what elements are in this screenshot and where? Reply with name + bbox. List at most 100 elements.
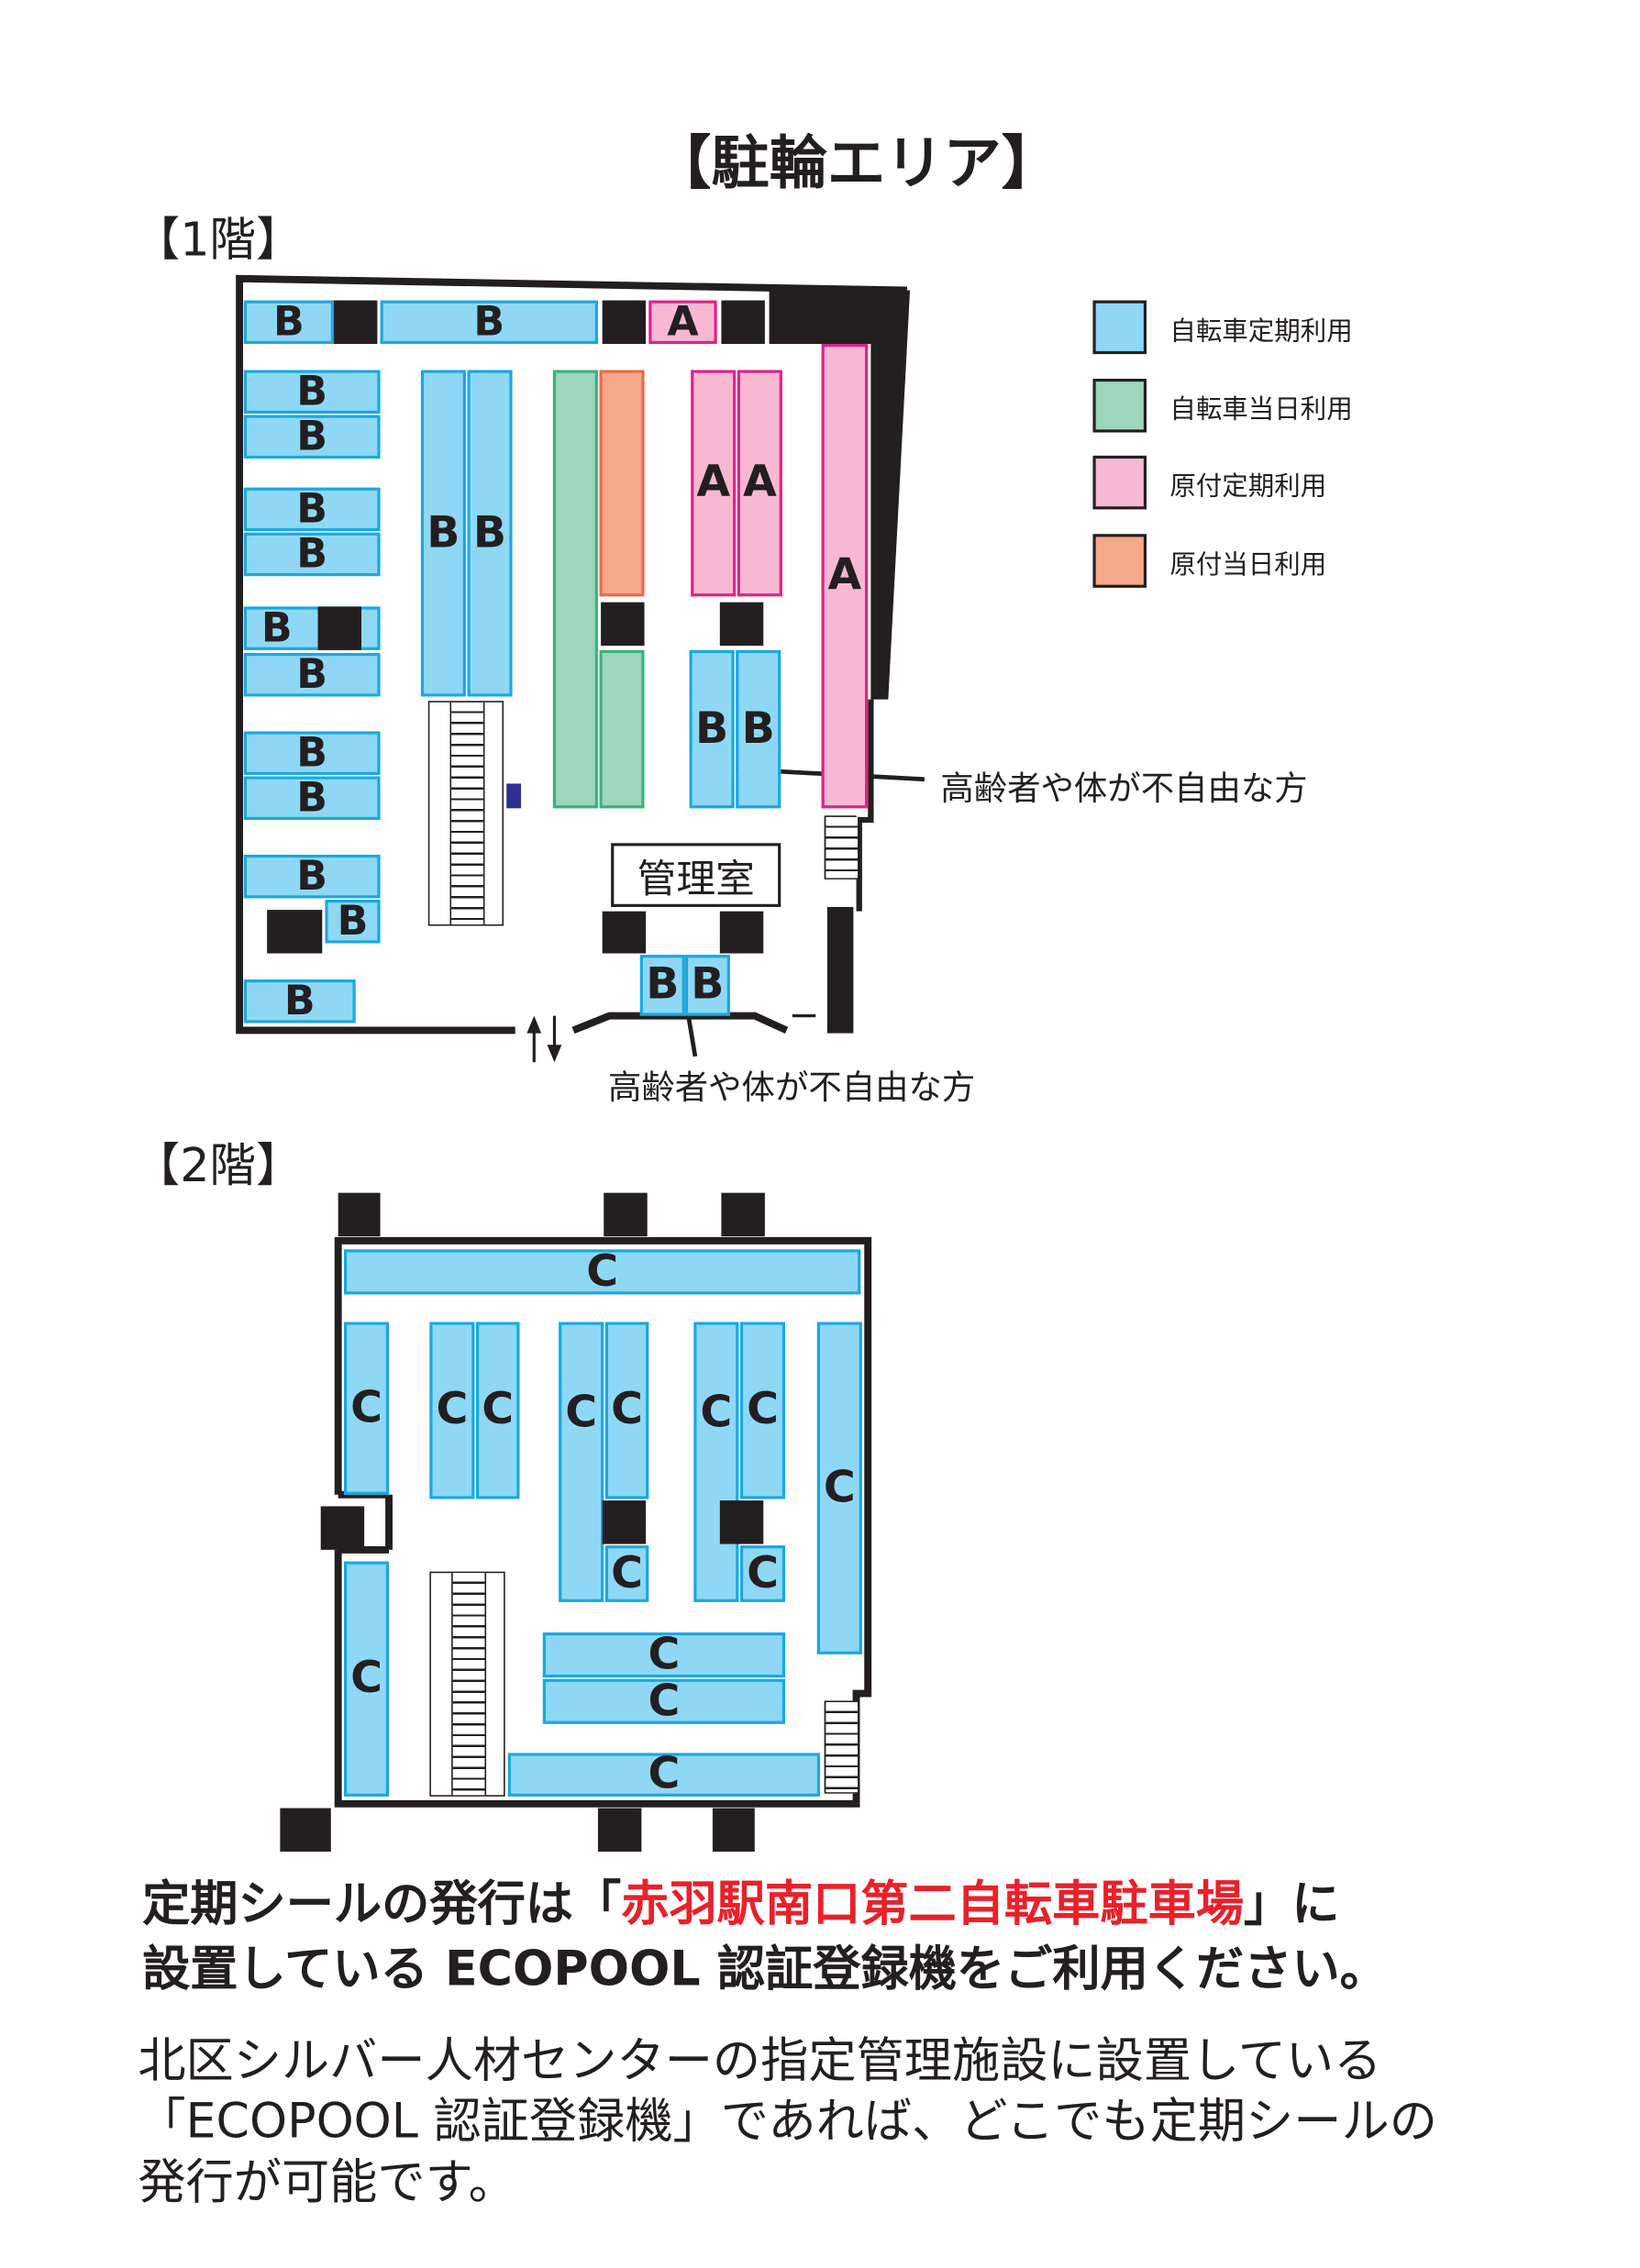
pillar: [338, 1192, 381, 1237]
zone-label: B: [272, 297, 305, 346]
parking-slot-a: A: [691, 370, 737, 597]
parking-slot-orange: [599, 370, 645, 597]
zone-label: C: [700, 1387, 733, 1439]
zone-label: B: [695, 703, 729, 755]
zone-label: A: [667, 297, 699, 346]
zone-label: B: [472, 507, 507, 559]
legend-label: 自転車定期利用: [1169, 315, 1353, 348]
info-line2: 「ECOPOOL 認証登録機」であれば、どこでも定期シールの: [138, 2092, 1437, 2150]
notice-line1: 定期シールの発行は「赤羽駅南口第二自転車駐車場」に: [142, 1864, 1339, 1934]
staircase: [824, 1700, 859, 1794]
pillar: [602, 300, 647, 345]
legend-label: 原付当日利用: [1169, 549, 1327, 581]
zone-label: A: [742, 457, 777, 508]
parking-slot-b: B: [243, 649, 381, 699]
legend-swatch-moped-daily: [1092, 534, 1147, 588]
zone-label: C: [565, 1387, 598, 1439]
parking-slot-c: C: [693, 1322, 739, 1602]
legend-swatch-moped-regular: [1092, 455, 1147, 510]
parking-slot-b: B: [689, 649, 735, 809]
pillar: [333, 300, 378, 345]
pillar: [317, 606, 361, 650]
parking-slot-b: B: [243, 854, 381, 899]
parking-slot-a: A: [648, 297, 717, 346]
parking-slot-green: [552, 370, 598, 809]
pillar: [602, 911, 647, 954]
parking-slot-a: A: [821, 344, 869, 809]
steps: [824, 1702, 859, 1793]
zone-label: C: [611, 1547, 643, 1599]
zone-label: B: [296, 412, 328, 460]
page-title: 【駐輪エリア】: [653, 130, 1060, 198]
pillar: [320, 1506, 365, 1550]
zone-label: C: [586, 1245, 619, 1297]
escalator: [429, 1571, 505, 1797]
zone-label: B: [296, 649, 328, 699]
parking-slot-b: B: [467, 370, 513, 697]
parking-slot-c: C: [542, 1629, 786, 1680]
zone-label: A: [696, 457, 731, 508]
steps: [449, 702, 485, 924]
zone-label: C: [482, 1384, 515, 1435]
parking-slot-b: B: [243, 367, 381, 415]
zone-label: B: [296, 484, 328, 533]
steps: [451, 1573, 487, 1796]
zone-label: C: [747, 1547, 779, 1599]
zone-label: B: [296, 728, 328, 777]
zone-label: B: [283, 976, 316, 1025]
parking-slot-c: C: [816, 1322, 862, 1654]
parking-slot-b: B: [243, 976, 356, 1025]
zone-label: C: [648, 1629, 681, 1680]
parking-slot-c: C: [604, 1545, 649, 1602]
pillar: [280, 1808, 331, 1853]
parking-slot-c: C: [475, 1322, 520, 1499]
pillar: [721, 1192, 765, 1237]
zone-label: A: [827, 549, 862, 602]
zone-label: B: [741, 703, 775, 755]
floor1-heading: 【1階】: [133, 212, 303, 268]
parking-slot-c: C: [739, 1322, 786, 1499]
office-label: 管理室: [637, 857, 755, 902]
legend-label: 自転車当日利用: [1169, 394, 1353, 426]
staircase: [824, 815, 859, 880]
notice-line2: 設置している ECOPOOL 認証登録機をご利用ください。: [142, 1940, 1388, 1997]
parking-slot-b: B: [243, 776, 381, 820]
parking-slot-b: B: [736, 649, 781, 809]
zone-label: B: [691, 958, 725, 1011]
parking-slot-b: B: [243, 728, 381, 777]
callout-line: [685, 1012, 698, 1057]
steps: [824, 816, 859, 879]
parking-slot-b: B: [325, 900, 381, 944]
parking-slot-c: C: [344, 1245, 861, 1297]
zone-label: C: [611, 1384, 643, 1435]
parking-slot-c: C: [739, 1545, 786, 1602]
notice-text: 定期シールの発行は「: [142, 1875, 622, 1932]
office-room: 管理室: [611, 843, 781, 907]
parking-slot-c: C: [604, 1322, 649, 1499]
parking-slot-b: B: [243, 297, 334, 346]
legend-swatch-bicycle-daily: [1092, 378, 1147, 433]
pillar: [597, 1808, 642, 1853]
parking-slot-b: B: [639, 955, 685, 1016]
parking-slot-b: B: [684, 955, 730, 1016]
parking-slot-c: C: [559, 1322, 604, 1602]
callout-accessible-right: 高齢者や体が不自由な方: [940, 770, 1308, 809]
parking-slot-b: B: [243, 484, 381, 533]
zone-label: B: [427, 507, 460, 559]
parking-slot-c: C: [507, 1753, 820, 1797]
marker-square: [506, 783, 522, 809]
zone-label: B: [473, 297, 505, 346]
zone-label: C: [747, 1384, 779, 1435]
zone-label: B: [296, 367, 328, 415]
pillar: [719, 602, 764, 647]
parking-slot-green: [599, 649, 645, 809]
floor2-heading: 【2階】: [133, 1137, 303, 1193]
legend-swatch-bicycle-regular: [1092, 300, 1147, 355]
pillar: [719, 911, 764, 954]
parking-slot-c: C: [429, 1322, 475, 1499]
parking-slot-a: A: [737, 370, 782, 597]
pillar: [712, 1808, 755, 1853]
pillar: [721, 300, 765, 345]
